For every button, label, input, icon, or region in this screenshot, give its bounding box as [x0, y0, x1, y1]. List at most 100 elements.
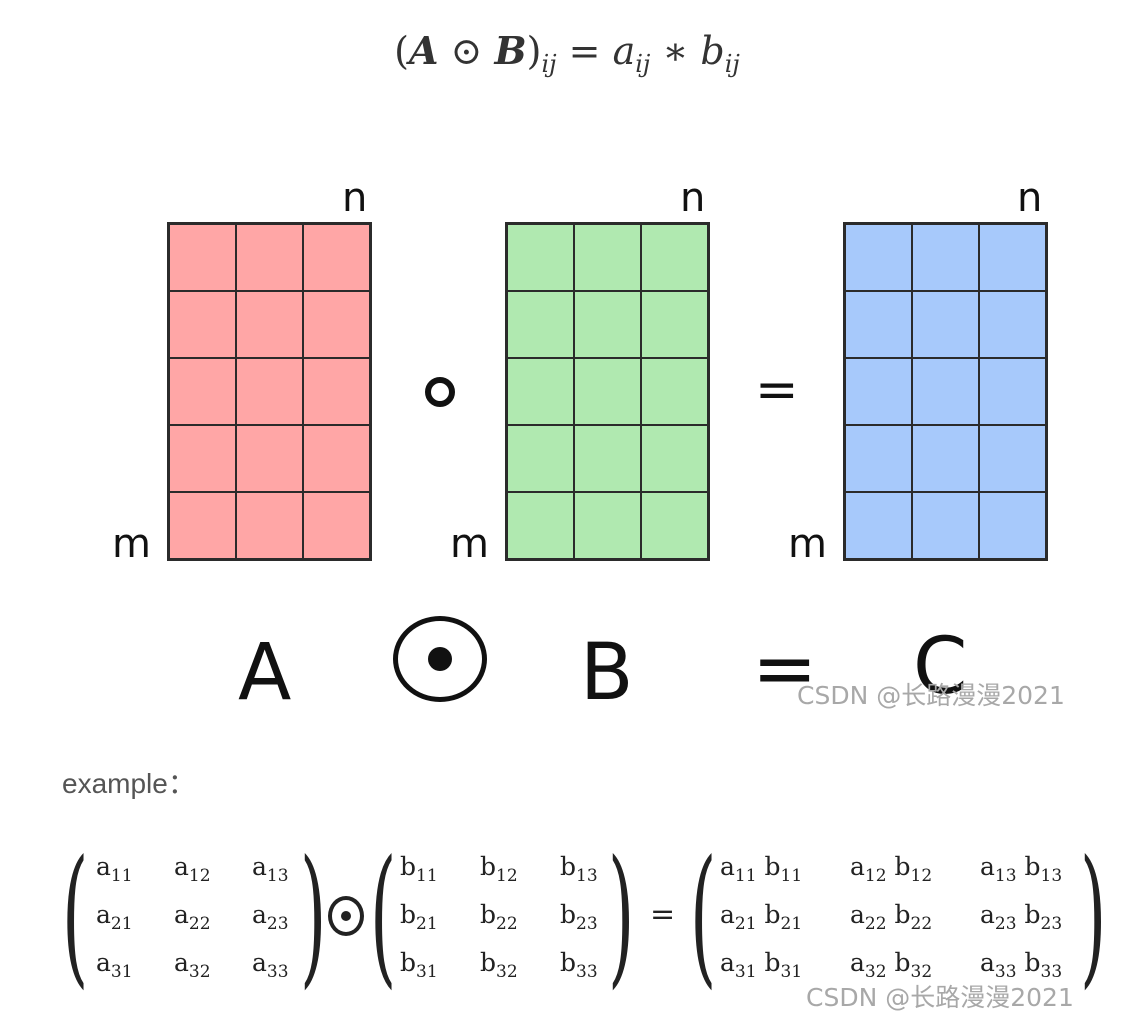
matrix-b-entry: b22	[480, 900, 518, 934]
matrix-b-grid	[505, 222, 710, 561]
matrix-c-cell	[845, 492, 912, 559]
matrix-a-cell	[169, 425, 236, 492]
matrix-b-n-label: n	[680, 175, 706, 221]
formula-b-subscript: ij	[724, 50, 740, 78]
matrix-b-cell	[507, 224, 574, 291]
matrix-c-cell	[845, 224, 912, 291]
matrix-b-entry: b21	[400, 900, 438, 934]
matrix-c-m-label: m	[788, 521, 827, 567]
matrix-c-cell	[912, 358, 979, 425]
matrix-c-entry: a22 b22	[850, 900, 933, 934]
hadamard-formula: (A ⊙ B)ij = aij ∗ bij	[0, 28, 1134, 78]
matrix-a-m-label: m	[112, 521, 151, 567]
matrix-b-cell	[641, 358, 708, 425]
matrix-c-entry: a33 b33	[980, 948, 1063, 982]
matrix-a-entry: a13	[252, 852, 289, 886]
matrix-b-entry: b11	[400, 852, 438, 886]
matrix-a-entry: a33	[252, 948, 289, 982]
watermark-bottom: CSDN @长路漫漫2021	[806, 983, 1074, 1012]
label-c: C	[913, 622, 968, 712]
matrix-a-cell	[169, 291, 236, 358]
matrix-a-entry: a32	[174, 948, 211, 982]
matrix-b-cell	[507, 291, 574, 358]
matrix-a-cell	[236, 291, 303, 358]
matrix-a-left-paren: (	[62, 829, 89, 1003]
matrix-c-cell	[912, 291, 979, 358]
matrix-a-cell	[236, 425, 303, 492]
matrix-a-right-paren: )	[300, 829, 327, 1003]
matrix-b-m-label: m	[450, 521, 489, 567]
matrix-a-cell	[303, 492, 370, 559]
hadamard-operator-dot	[428, 647, 452, 671]
formula-open-paren: (	[394, 29, 409, 73]
matrix-c-cell	[979, 291, 1046, 358]
matrix-b-cell	[641, 224, 708, 291]
formula-times: ∗	[662, 29, 689, 73]
matrix-b-entry: b31	[400, 948, 438, 982]
matrix-b-cell	[641, 425, 708, 492]
matrix-a-cell	[303, 291, 370, 358]
formula-matrix-a: A	[408, 28, 439, 73]
matrix-c-cell	[979, 492, 1046, 559]
formula-hadamard-operator: ⊙	[450, 29, 483, 73]
formula-equals: =	[568, 29, 601, 73]
matrix-c-entry: a31 b31	[720, 948, 803, 982]
matrix-c-cell	[912, 224, 979, 291]
matrix-c-cell	[845, 358, 912, 425]
label-equals: =	[752, 624, 818, 714]
matrix-c-cell	[845, 291, 912, 358]
matrix-a-cell	[236, 224, 303, 291]
matrix-a-cell	[303, 358, 370, 425]
matrix-c-cell	[979, 358, 1046, 425]
example-label: example：	[62, 768, 196, 799]
matrix-b-entry: b12	[480, 852, 518, 886]
matrix-c-cell	[845, 425, 912, 492]
matrix-b-entry: b23	[560, 900, 598, 934]
matrix-a-n-label: n	[342, 175, 368, 221]
label-b: B	[580, 628, 634, 718]
matrix-a-entry: a31	[96, 948, 133, 982]
matrix-a-cell	[303, 224, 370, 291]
matrix-b-entry: b33	[560, 948, 598, 982]
matrix-c-cell	[912, 492, 979, 559]
hadamard-operator-icon	[393, 616, 487, 702]
formula-element-a: a	[612, 29, 636, 73]
matrix-c-entry: a12 b12	[850, 852, 933, 886]
formula-element-b: b	[700, 29, 725, 73]
formula-close-paren: )	[526, 29, 542, 73]
matrix-a-entry: a23	[252, 900, 289, 934]
matrix-c-n-label: n	[1017, 175, 1043, 221]
diagram-equals-sign: =	[755, 360, 799, 420]
matrix-a-cell	[169, 224, 236, 291]
matrix-a-entry: a11	[96, 852, 133, 886]
matrix-a-cell	[169, 358, 236, 425]
matrix-a-entry: a12	[174, 852, 211, 886]
matrix-a-cell	[303, 425, 370, 492]
matrix-a-entry: a22	[174, 900, 211, 934]
matrix-a-grid	[167, 222, 372, 561]
matrix-a-cell	[169, 492, 236, 559]
example-equals: =	[650, 897, 676, 932]
matrix-b-cell	[574, 291, 641, 358]
matrix-c-entry: a21 b21	[720, 900, 803, 934]
matrix-b-cell	[507, 358, 574, 425]
matrix-b-cell	[574, 492, 641, 559]
example-hadamard-icon	[328, 896, 364, 936]
matrix-a-cell	[236, 492, 303, 559]
matrix-b-cell	[507, 492, 574, 559]
hadamard-small-circle-icon	[425, 377, 455, 407]
matrix-c-left-paren: (	[690, 829, 717, 1003]
matrix-c-cell	[979, 425, 1046, 492]
matrix-b-cell	[574, 224, 641, 291]
matrix-b-cell	[641, 291, 708, 358]
matrix-c-grid	[843, 222, 1048, 561]
matrix-c-entry: a11 b11	[720, 852, 803, 886]
matrix-c-cell	[979, 224, 1046, 291]
example-hadamard-dot	[341, 911, 351, 921]
matrix-b-cell	[574, 358, 641, 425]
matrix-c-entry: a23 b23	[980, 900, 1063, 934]
